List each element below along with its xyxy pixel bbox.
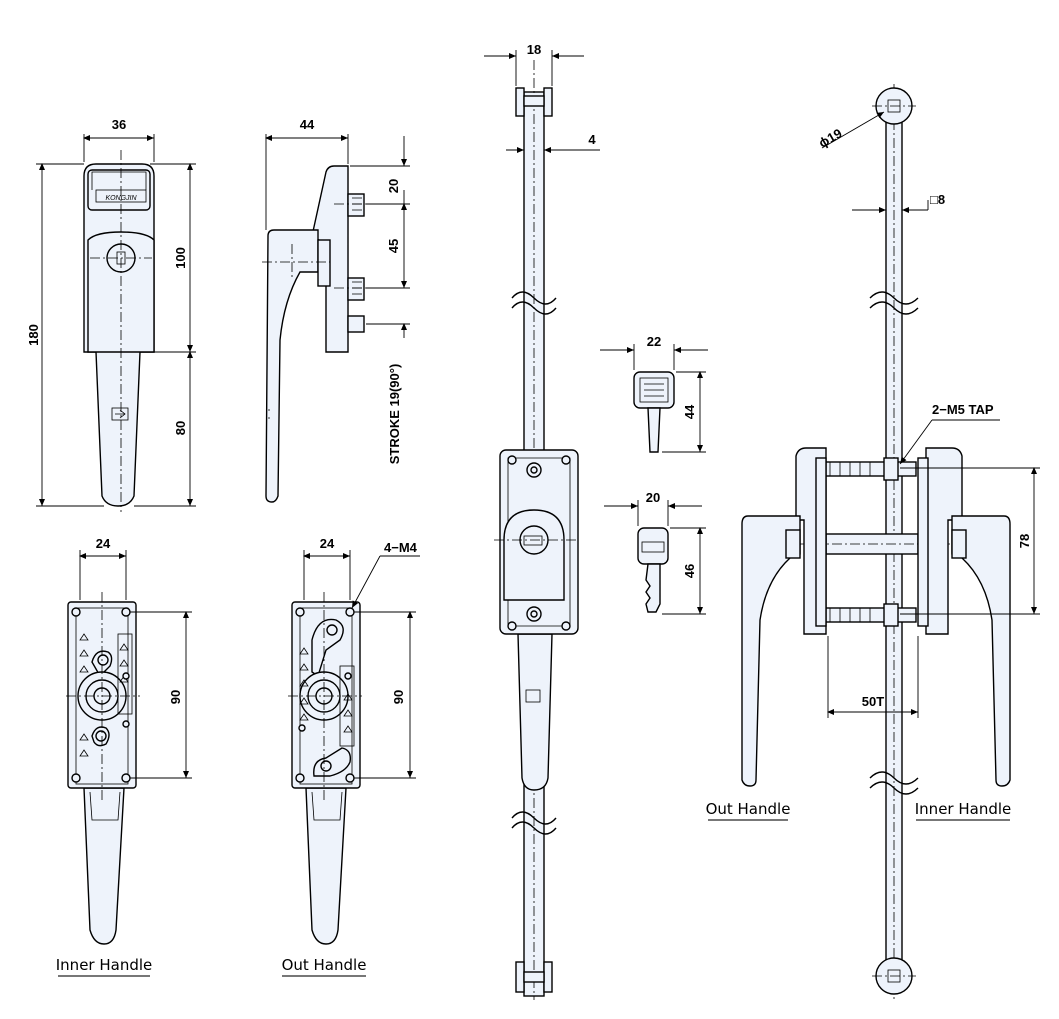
- front-handle-dims: 36 180 100 80: [26, 117, 196, 507]
- front-handle-view: KONGJIN: [83, 150, 155, 512]
- dim-24-out: 24: [320, 536, 335, 551]
- dim-180: 180: [26, 324, 41, 346]
- out-handle-back-view: [288, 592, 362, 945]
- dim-20: 20: [386, 179, 401, 193]
- dim-dia-19: ϕ19: [816, 125, 844, 150]
- key-1-view: [633, 371, 675, 453]
- dim-24-inner: 24: [96, 536, 111, 551]
- label-2m5-tap: 2−M5 TAP: [932, 402, 994, 417]
- dim-46-key: 46: [682, 564, 697, 578]
- dim-20-key: 20: [646, 490, 660, 505]
- dim-80: 80: [173, 421, 188, 435]
- label-4m4: 4−M4: [384, 540, 418, 555]
- side-handle-dims: 44 20 45 STROKE 19(90°): [265, 117, 410, 465]
- dim-100: 100: [173, 247, 188, 269]
- dim-44: 44: [300, 117, 315, 132]
- brand-mark: KONGJIN: [105, 195, 137, 202]
- rod-assembly-dims: 18 4: [484, 42, 600, 156]
- dim-50t: 50T: [862, 694, 884, 709]
- dim-36: 36: [112, 117, 126, 132]
- side-handle-view: [262, 165, 380, 503]
- dim-18: 18: [527, 42, 541, 57]
- key-2-dims: 20 46: [604, 490, 706, 615]
- caption-out-handle-right: Out Handle: [706, 800, 791, 821]
- inner-handle-back-view: [66, 592, 140, 945]
- dim-90-out: 90: [391, 690, 406, 704]
- dim-78: 78: [1017, 534, 1032, 548]
- dim-44-key: 44: [682, 404, 697, 419]
- dim-45: 45: [386, 239, 401, 253]
- caption-out-handle-r: Out Handle: [706, 800, 791, 818]
- caption-inner-handle-bottom: Inner Handle: [56, 956, 153, 977]
- inner-handle-back-dims: 24 90: [79, 536, 192, 779]
- caption-inner-handle: Inner Handle: [56, 956, 153, 974]
- key-2-view: [637, 527, 669, 613]
- dim-stroke: STROKE 19(90°): [387, 364, 402, 465]
- caption-out-handle-bottom: Out Handle: [282, 956, 367, 977]
- caption-inner-handle-right: Inner Handle: [915, 800, 1012, 821]
- caption-out-handle: Out Handle: [282, 956, 367, 974]
- right-handles-view: [741, 447, 1011, 787]
- key-1-dims: 22 44: [600, 334, 708, 453]
- dim-square-8: □8: [930, 192, 945, 207]
- dim-90-inner: 90: [168, 690, 183, 704]
- caption-inner-handle-r: Inner Handle: [915, 800, 1012, 818]
- dim-22: 22: [647, 334, 661, 349]
- rod-assembly-view: [494, 60, 579, 1000]
- dim-4: 4: [588, 132, 596, 147]
- out-handle-back-dims: 24 4−M4 90: [303, 536, 420, 779]
